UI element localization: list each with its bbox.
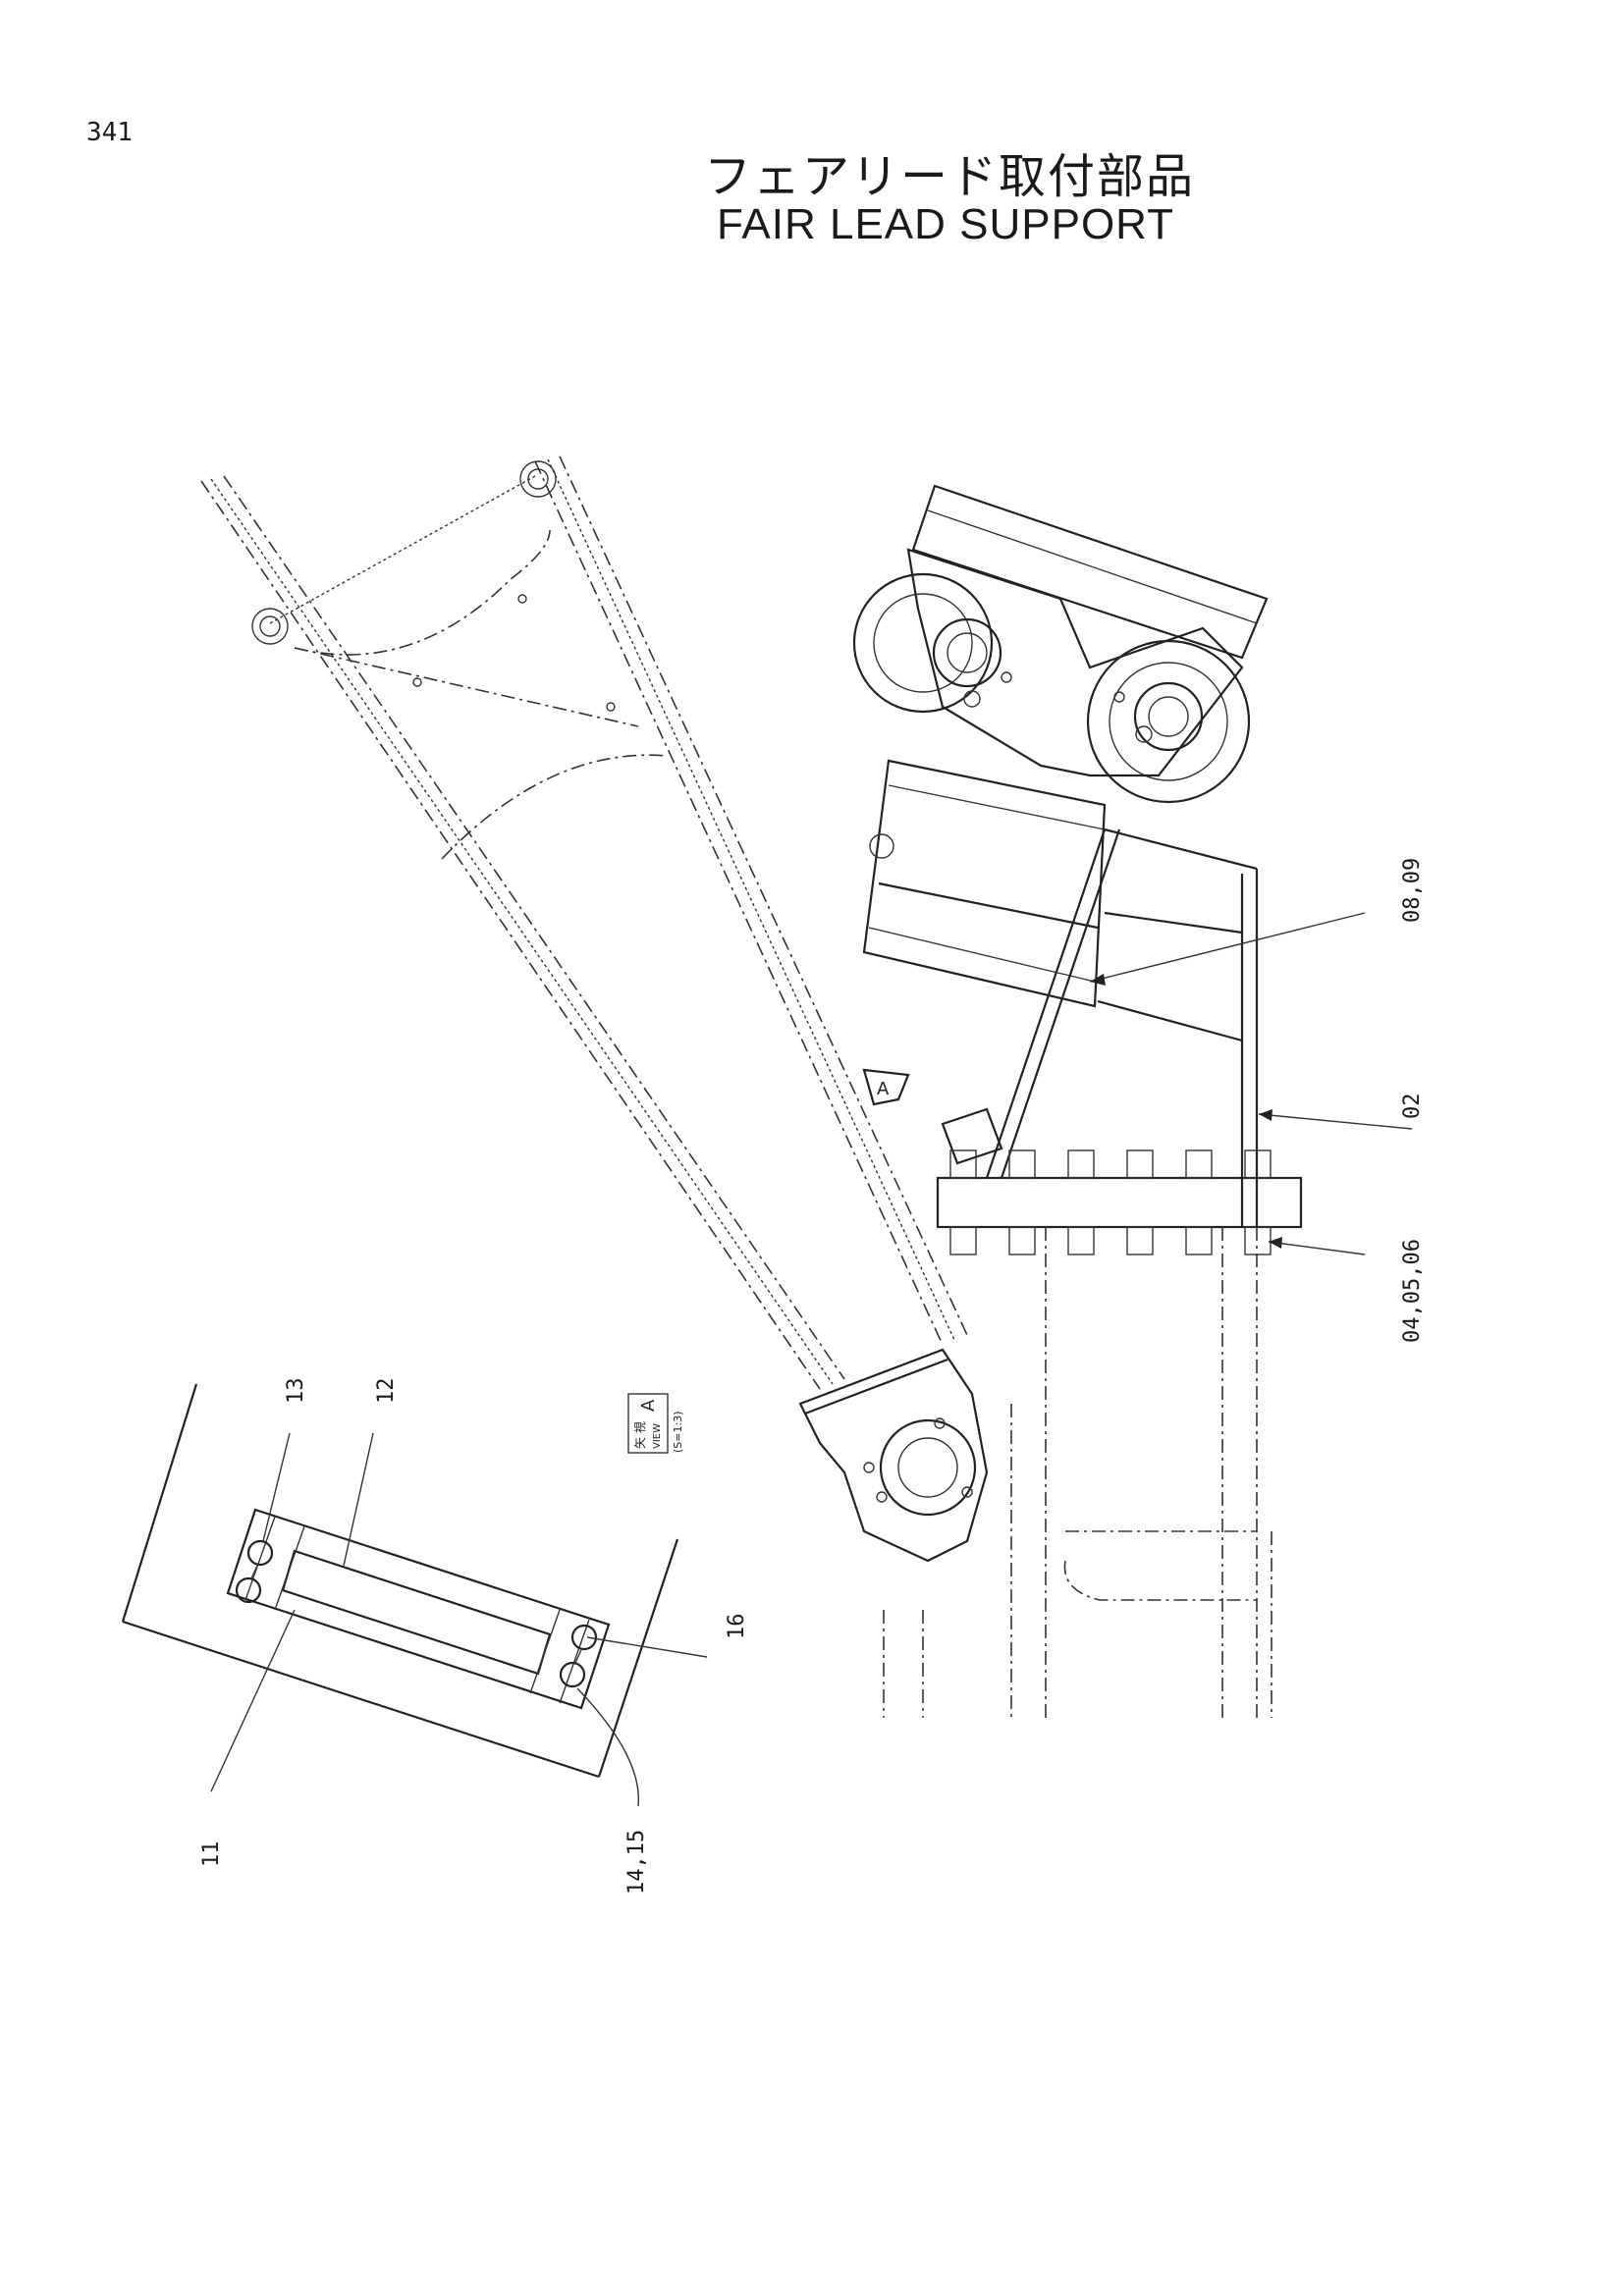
view-box-scale: (S=1:3) (672, 1412, 684, 1454)
callout-13: 13 (284, 1378, 308, 1405)
support-frame (883, 828, 1303, 1718)
callout-02: 02 (1400, 1094, 1425, 1120)
flange-bolts (949, 1149, 1272, 1255)
callout-11: 11 (199, 1842, 224, 1868)
callout-labels: 08,09 02 04,05,06 13 12 16 11 14,15 (199, 858, 1425, 1895)
title-english: FAIR LEAD SUPPORT (716, 200, 1175, 248)
fairlead-assembly (852, 484, 1269, 1008)
view-a-detail (121, 1383, 679, 1779)
view-arrow: A (862, 1068, 910, 1106)
view-arrow-letter: A (877, 1079, 890, 1099)
view-box-top: 矢 視 (632, 1421, 647, 1449)
callout-04-05-06: 04,05,06 (1400, 1239, 1425, 1343)
callout-08-09: 08,09 (1400, 858, 1425, 923)
view-box-bottom: VIEW (652, 1423, 663, 1449)
callout-14-15: 14,15 (624, 1830, 649, 1895)
leader-lines (210, 912, 1413, 1807)
view-box: 矢 視 VIEW A (S=1:3) (627, 1393, 684, 1454)
callout-16: 16 (725, 1614, 749, 1640)
title-japanese: フェアリード取付部品 (703, 149, 1195, 204)
page-number: 341 (86, 118, 133, 147)
boom-arm (200, 455, 989, 1563)
view-box-letter: A (638, 1399, 659, 1412)
callout-12: 12 (374, 1378, 399, 1405)
